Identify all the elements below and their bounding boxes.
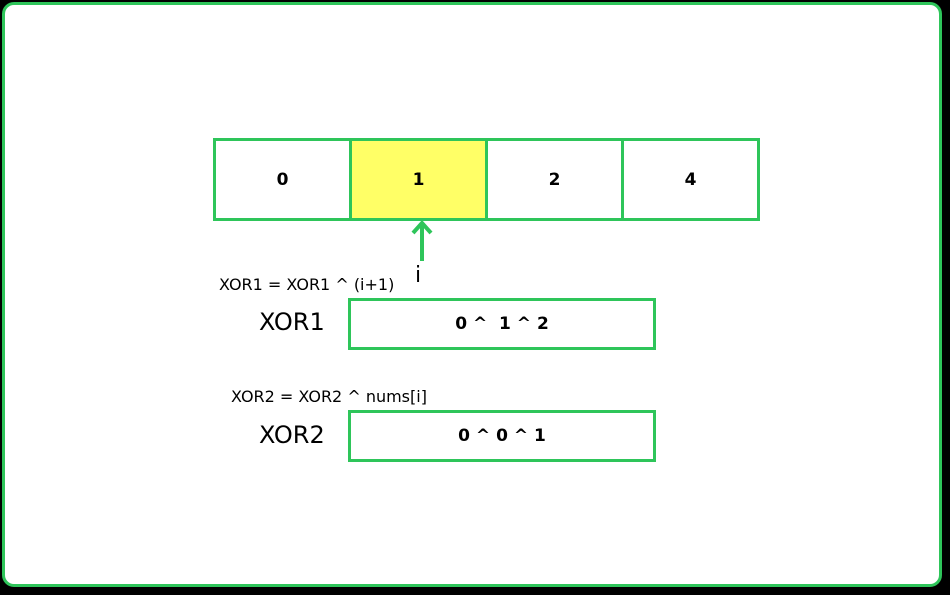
diagram-canvas: 0 1 2 4 i XOR1 = XOR1 ^ (i+1) XOR1 0 ^ 1… [2, 2, 942, 587]
arrow-up-icon [411, 220, 433, 261]
array-cell-1-highlighted: 1 [349, 138, 488, 221]
xor1-value-box: 0 ^ 1 ^ 2 [348, 298, 656, 350]
pointer-label: i [415, 263, 422, 288]
xor2-label: XOR2 [259, 421, 325, 449]
xor2-value-box: 0 ^ 0 ^ 1 [348, 410, 656, 462]
xor1-label: XOR1 [259, 308, 325, 336]
array-cell-3: 4 [621, 138, 760, 221]
xor1-formula: XOR1 = XOR1 ^ (i+1) [219, 275, 395, 294]
array-cell-2: 2 [485, 138, 624, 221]
array-cell-0: 0 [213, 138, 352, 221]
array-row: 0 1 2 4 [213, 138, 760, 221]
xor2-formula: XOR2 = XOR2 ^ nums[i] [231, 387, 427, 406]
